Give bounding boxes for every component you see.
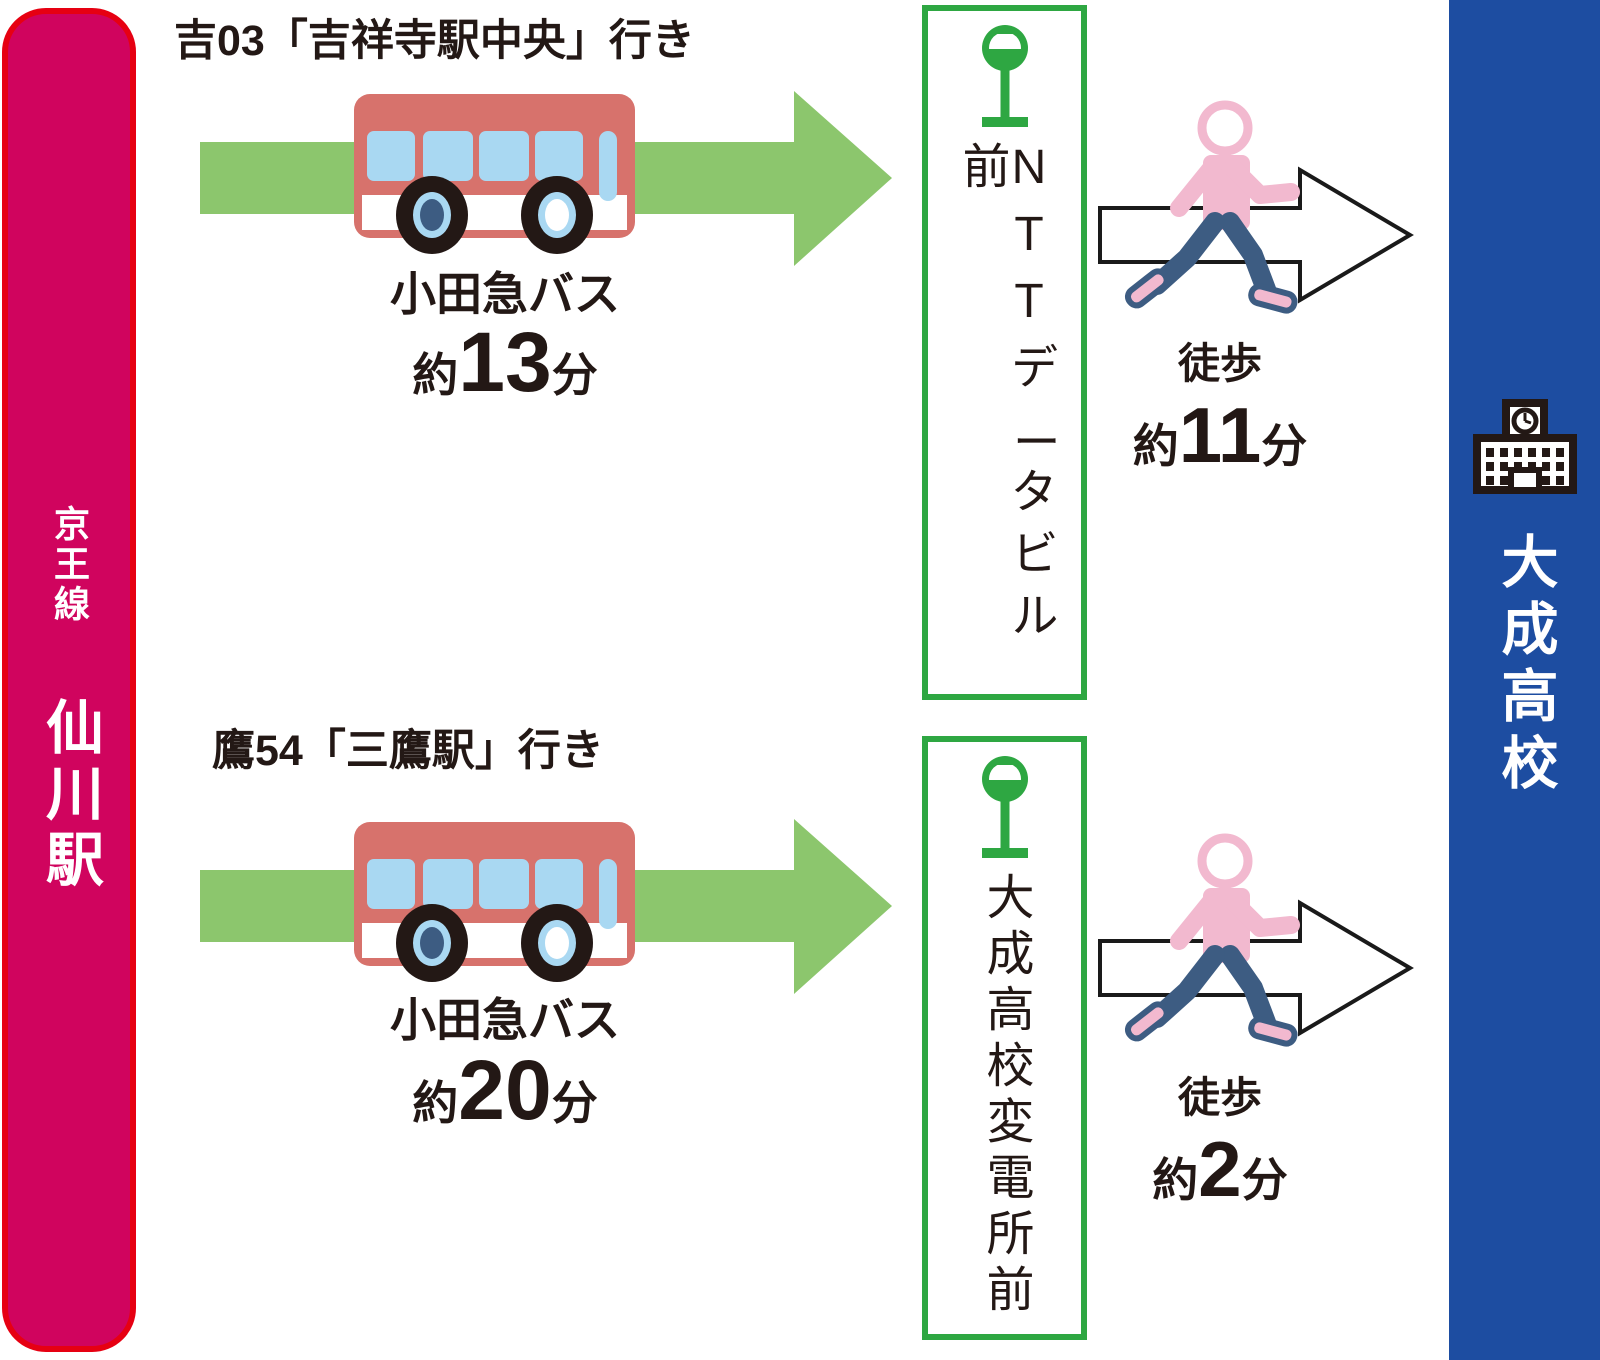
route2-bus-stop-box: 大成高校変電所前 — [922, 736, 1087, 1340]
destination-school-bar: 大成高校 — [1449, 0, 1600, 1360]
route1-walk-time: 約11分 — [1090, 390, 1350, 481]
route1-bus-stop-box: NTTデータビル前 — [922, 5, 1087, 700]
origin-station-name: 仙川駅 — [37, 697, 102, 895]
route1-walk-label: 徒歩 — [1177, 340, 1262, 387]
route2-ride-time: 約20分 — [350, 1042, 660, 1139]
route1-bus-company: 小田急バス — [390, 268, 620, 320]
walk-minutes-value: 2 — [1198, 1125, 1242, 1213]
route2-walk-graphic — [1098, 833, 1414, 1047]
railway-line-name: 京王線 — [49, 505, 90, 625]
route1-walk-graphic — [1098, 100, 1414, 314]
walking-person-icon — [1124, 833, 1300, 1047]
walk-arrow-icon — [1098, 166, 1414, 304]
bus-icon — [354, 94, 635, 254]
walk-unit-label: 分 — [1261, 420, 1308, 472]
ride-minutes-value: 13 — [458, 315, 552, 409]
route2-bus-arrow-graphic — [200, 819, 892, 994]
route2-bus-company: 小田急バス — [390, 994, 620, 1046]
walk-unit-label: 分 — [1241, 1154, 1288, 1206]
walk-about-label: 約 — [1132, 420, 1179, 472]
ride-unit-label: 分 — [551, 1077, 598, 1129]
walk-arrow-icon — [1098, 899, 1414, 1037]
walk-about-label: 約 — [1152, 1154, 1199, 1206]
route2-bus-stop-name: 大成高校変電所前 — [978, 872, 1032, 1320]
bus-stop-sign-icon — [981, 25, 1028, 127]
ride-minutes-value: 20 — [458, 1043, 552, 1137]
route2-walk-time: 約2分 — [1090, 1124, 1350, 1215]
route2-bus-label: 鷹54「三鷹駅」行き — [212, 727, 604, 775]
route1-bus-label: 吉03「吉祥寺駅中央」行き — [174, 17, 695, 65]
ride-unit-label: 分 — [551, 349, 598, 401]
route1-ride-time: 約13分 — [350, 314, 660, 411]
ride-about-label: 約 — [412, 1077, 459, 1129]
walking-person-icon — [1124, 100, 1300, 314]
origin-station-bar: 京王線 仙川駅 — [2, 8, 136, 1352]
bus-icon — [354, 822, 635, 982]
route2-walk-label: 徒歩 — [1177, 1074, 1262, 1121]
ride-about-label: 約 — [412, 349, 459, 401]
route1-bus-arrow-graphic — [200, 91, 892, 266]
route1-bus-stop-name: NTTデータビル前 — [954, 141, 1060, 652]
school-building-icon — [1472, 399, 1577, 494]
bus-stop-sign-icon — [981, 756, 1028, 858]
destination-school-name: 大成高校 — [1493, 532, 1557, 800]
walk-minutes-value: 11 — [1178, 391, 1262, 479]
